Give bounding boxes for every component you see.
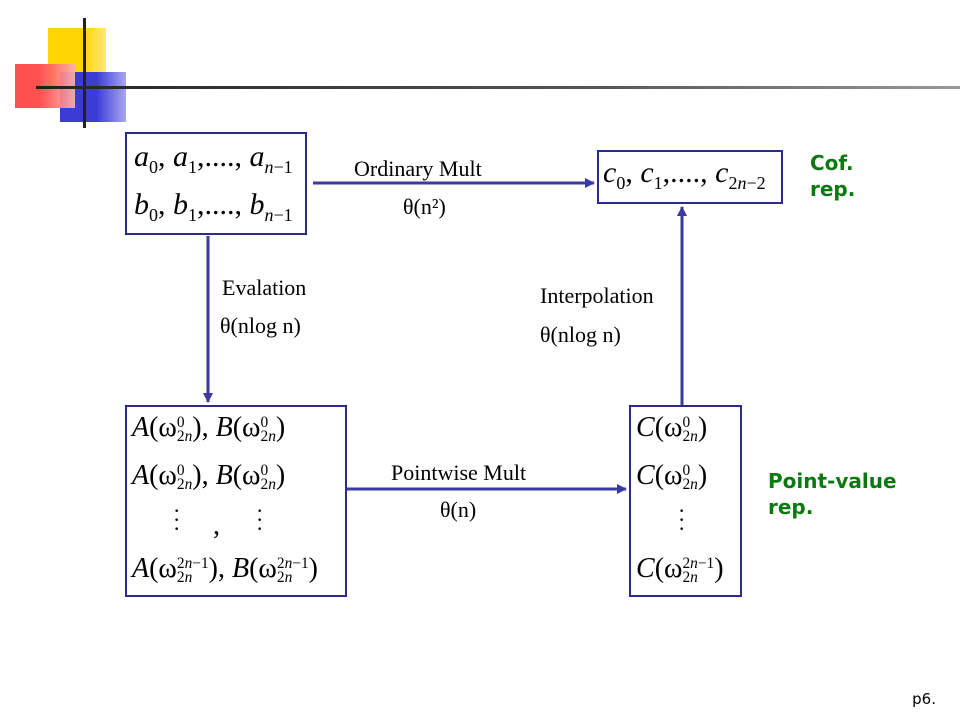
decor-vertical-line xyxy=(83,18,86,128)
coefficients-a-formula: a0, a1,...., an−1 xyxy=(134,140,293,177)
coefficients-b-formula: b0, b1,...., bn−1 xyxy=(134,188,293,225)
cof-label-line-1: Cof. xyxy=(810,151,854,175)
vertical-ellipsis-c: ··· xyxy=(678,498,686,541)
decor-horizontal-line xyxy=(36,86,960,89)
point-value-representation-label: Point-value rep. xyxy=(768,468,897,520)
coefficients-c-formula: c0, c1,...., c2n−2 xyxy=(603,156,766,193)
cof-label-line-2: rep. xyxy=(810,177,856,201)
coefficient-representation-label: Cof. rep. xyxy=(810,150,855,202)
coefficient-input-box xyxy=(125,132,307,235)
vertical-ellipsis-b: ··· xyxy=(256,498,264,541)
evaluation-cost: θ(nlog n) xyxy=(220,313,301,338)
pv-label-line-2: rep. xyxy=(768,495,814,519)
pv-label-line-1: Point-value xyxy=(768,469,897,493)
interpolation-cost: θ(nlog n) xyxy=(540,322,621,347)
ordinary-mult-label: Ordinary Mult xyxy=(354,156,482,181)
ordinary-mult-cost: θ(n²) xyxy=(403,194,446,219)
interpolation-label: Interpolation xyxy=(540,283,654,308)
coefficient-output-box xyxy=(597,150,783,204)
point-value-output-box xyxy=(629,405,742,597)
point-value-input-box xyxy=(125,405,347,597)
pointwise-mult-cost: θ(n) xyxy=(440,497,477,522)
ellipsis-comma: , xyxy=(213,510,220,541)
pointwise-mult-label: Pointwise Mult xyxy=(391,460,527,485)
vertical-ellipsis-a: ··· xyxy=(173,498,181,541)
page-number: p6. xyxy=(912,690,936,708)
evaluation-label: Evalation xyxy=(222,275,307,300)
